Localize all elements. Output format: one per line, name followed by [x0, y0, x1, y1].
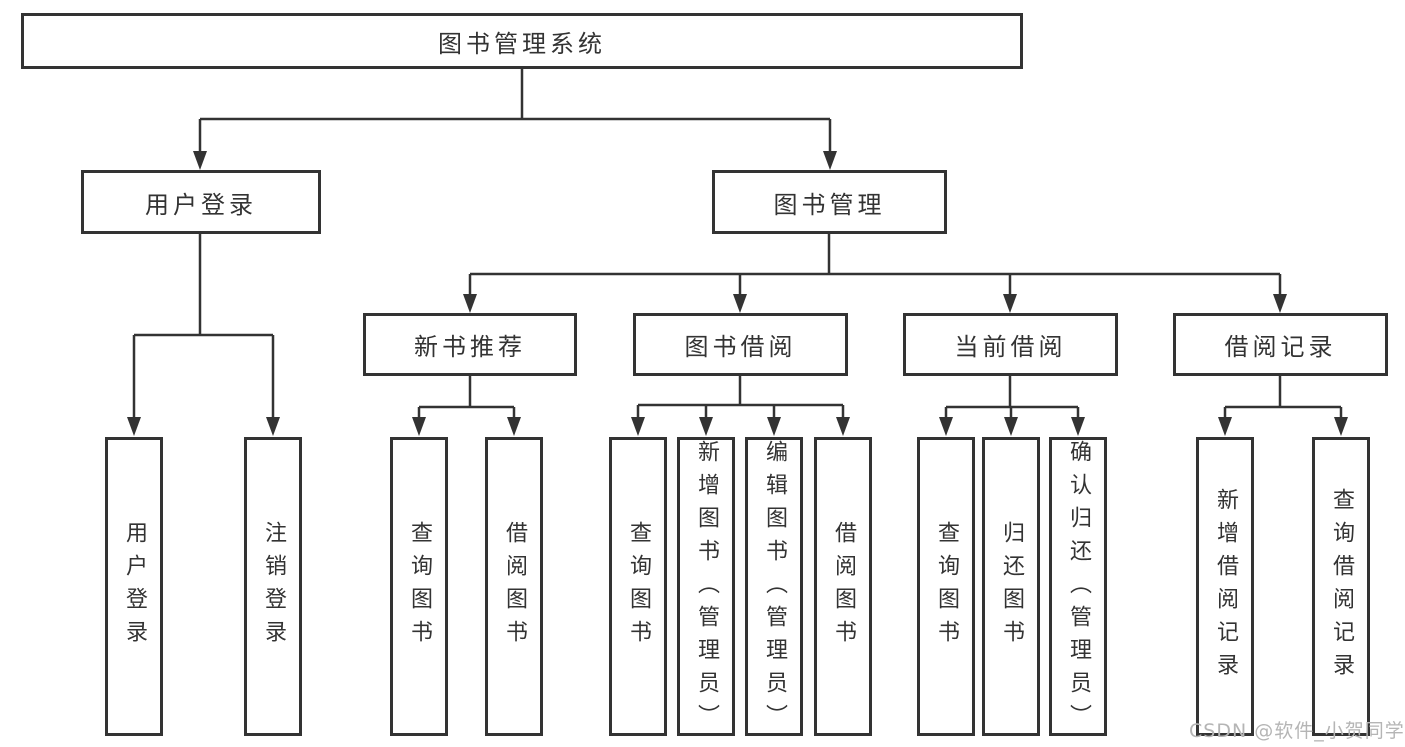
node-leaf-logout: 注销登录 — [244, 437, 302, 736]
arrowhead-icon — [193, 151, 207, 170]
arrowhead-icon — [266, 417, 280, 436]
node-leaf-edit-books-admin: 编辑图书（管理员） — [745, 437, 803, 737]
node-book-management: 图书管理 — [712, 170, 947, 234]
node-new-book-recommend: 新书推荐 — [363, 313, 577, 376]
node-leaf-confirm-return-admin: 确认归还（管理员） — [1049, 437, 1107, 737]
arrowhead-icon — [699, 417, 713, 436]
arrowhead-icon — [733, 294, 747, 313]
arrowhead-icon — [1334, 417, 1348, 436]
arrowhead-icon — [1071, 417, 1085, 436]
arrowhead-icon — [1004, 417, 1018, 436]
arrowhead-icon — [1218, 417, 1232, 436]
node-leaf-borrow-books-1: 借阅图书 — [485, 437, 543, 736]
arrowhead-icon — [823, 151, 837, 170]
node-leaf-query-books-3: 查询图书 — [917, 437, 975, 736]
arrowhead-icon — [767, 417, 781, 436]
node-leaf-add-borrow-record: 新增借阅记录 — [1196, 437, 1254, 736]
node-leaf-return-books: 归还图书 — [982, 437, 1040, 736]
arrowhead-icon — [412, 417, 426, 436]
arrowhead-icon — [1003, 294, 1017, 313]
arrowhead-icon — [1273, 294, 1287, 313]
node-leaf-borrow-books-2: 借阅图书 — [814, 437, 872, 736]
arrowhead-icon — [939, 417, 953, 436]
node-leaf-query-books-1: 查询图书 — [390, 437, 448, 736]
node-leaf-query-borrow-record: 查询借阅记录 — [1312, 437, 1370, 736]
arrowhead-icon — [463, 294, 477, 313]
node-current-borrowing: 当前借阅 — [903, 313, 1118, 376]
node-borrowing-records: 借阅记录 — [1173, 313, 1388, 376]
node-leaf-user-login: 用户登录 — [105, 437, 163, 736]
node-root: 图书管理系统 — [21, 13, 1023, 69]
node-book-borrowing: 图书借阅 — [633, 313, 848, 376]
arrowhead-icon — [631, 417, 645, 436]
node-leaf-query-books-2: 查询图书 — [609, 437, 667, 736]
csdn-watermark: CSDN @软件_小贺同学 — [1189, 720, 1405, 742]
arrowhead-icon — [507, 417, 521, 436]
node-leaf-add-books-admin: 新增图书（管理员） — [677, 437, 735, 737]
arrowhead-icon — [836, 417, 850, 436]
node-user-login-group: 用户登录 — [81, 170, 321, 234]
arrowhead-icon — [127, 417, 141, 436]
